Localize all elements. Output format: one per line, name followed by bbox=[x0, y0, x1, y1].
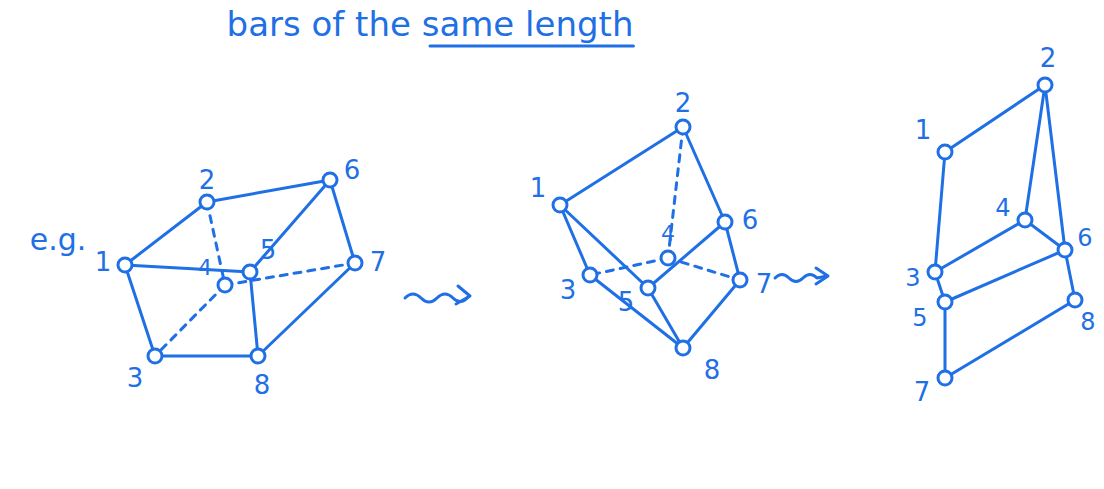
vertex-number: 5 bbox=[260, 237, 277, 263]
vertex-number: 5 bbox=[618, 289, 635, 315]
vertex-number: 7 bbox=[756, 271, 773, 297]
vertex-number: 3 bbox=[127, 365, 144, 391]
vertex-number: 2 bbox=[675, 90, 692, 116]
vertex-number: 1 bbox=[95, 249, 112, 275]
vertex-number: 3 bbox=[560, 277, 577, 303]
vertex-number: 5 bbox=[912, 306, 927, 330]
vertex-number: 7 bbox=[914, 379, 931, 405]
vertex-number: 1 bbox=[530, 175, 547, 201]
sheared-framework bbox=[560, 127, 740, 348]
vertex-number: 8 bbox=[1080, 310, 1095, 334]
cube-framework bbox=[125, 180, 355, 356]
vertex-number: 7 bbox=[370, 249, 387, 275]
vertex-number: 4 bbox=[198, 257, 212, 279]
heading-note: bars of the same length bbox=[227, 7, 634, 41]
transform-arrow bbox=[405, 268, 828, 304]
vertex-number: 1 bbox=[915, 117, 932, 143]
vertex-number: 6 bbox=[1077, 226, 1092, 250]
underline bbox=[430, 45, 633, 48]
vertex-number: 3 bbox=[905, 266, 920, 290]
note-text: e.g. bbox=[30, 225, 87, 255]
vertex-number: 8 bbox=[704, 357, 721, 383]
joint-circles bbox=[118, 78, 1082, 385]
vertex-number: 4 bbox=[995, 196, 1010, 220]
vertex-number: 6 bbox=[742, 207, 759, 233]
vertex-number: 2 bbox=[1040, 45, 1057, 71]
vertex-number: 8 bbox=[254, 372, 271, 398]
vertex-number: 2 bbox=[199, 167, 216, 193]
vertex-number: 4 bbox=[661, 223, 675, 245]
vertex-number: 6 bbox=[344, 157, 361, 183]
collapsed-framework bbox=[935, 85, 1075, 378]
